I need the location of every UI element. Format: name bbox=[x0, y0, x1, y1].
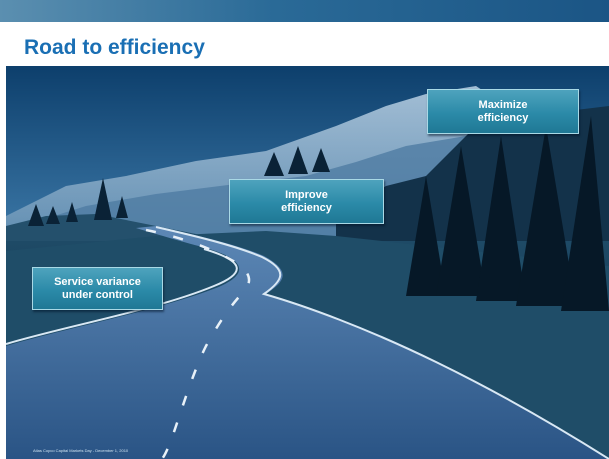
footer-text: Atlas Copco Capital Markets Day - Decemb… bbox=[33, 448, 129, 453]
callout-improve-efficiency: Improve efficiency bbox=[229, 179, 384, 224]
callout-line: efficiency bbox=[281, 201, 332, 214]
slide-title: Road to efficiency bbox=[24, 36, 205, 59]
callout-line: under control bbox=[62, 288, 133, 301]
callout-line: Improve bbox=[285, 188, 328, 201]
callout-service-variance: Service variance under control bbox=[32, 267, 163, 310]
callout-line: Service variance bbox=[54, 275, 141, 288]
callout-line: Maximize bbox=[478, 98, 528, 111]
header-bar bbox=[0, 0, 609, 22]
callout-maximize-efficiency: Maximize efficiency bbox=[427, 89, 579, 134]
callout-line: efficiency bbox=[477, 111, 529, 124]
